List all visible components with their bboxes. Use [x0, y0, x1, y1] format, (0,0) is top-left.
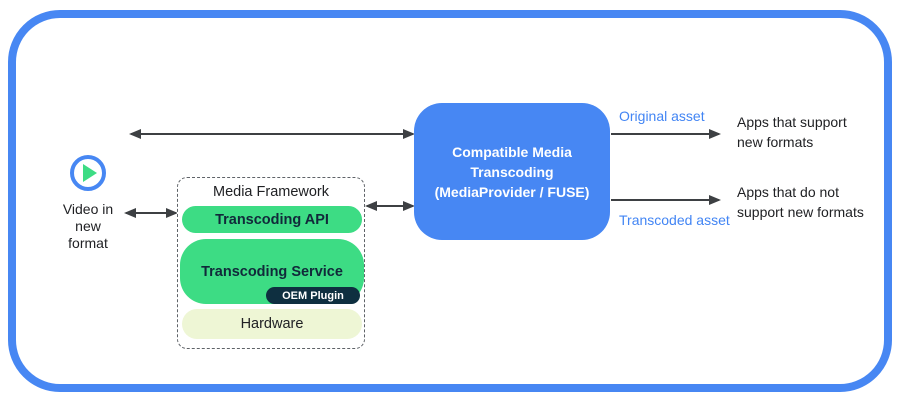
original-asset-label: Original asset: [619, 108, 705, 124]
arrow-source-to-transcoder: [131, 133, 413, 135]
apps-no-support-new-formats-text: Apps that do not support new formats: [737, 184, 864, 220]
transcoding-api-pill: Transcoding API: [182, 206, 362, 233]
compatible-media-transcoding-box: Compatible Media Transcoding (MediaProvi…: [414, 103, 610, 240]
video-source-label: Video in new format: [62, 201, 114, 251]
hardware-pill: Hardware: [182, 309, 362, 339]
arrow-original-asset: [611, 133, 719, 135]
arrow-framework-to-transcoder: [367, 205, 413, 207]
arrow-transcoded-asset: [611, 199, 719, 201]
apps-support-new-formats-text: Apps that support new formats: [737, 114, 847, 150]
play-icon: [70, 155, 106, 191]
arrow-video-to-framework: [126, 212, 176, 214]
play-triangle-icon: [83, 164, 97, 182]
transcoded-asset-label: Transcoded asset: [619, 212, 730, 228]
diagram-border: [8, 10, 892, 392]
media-framework-title: Media Framework: [212, 184, 330, 200]
oem-plugin-pill: OEM Plugin: [266, 287, 360, 304]
